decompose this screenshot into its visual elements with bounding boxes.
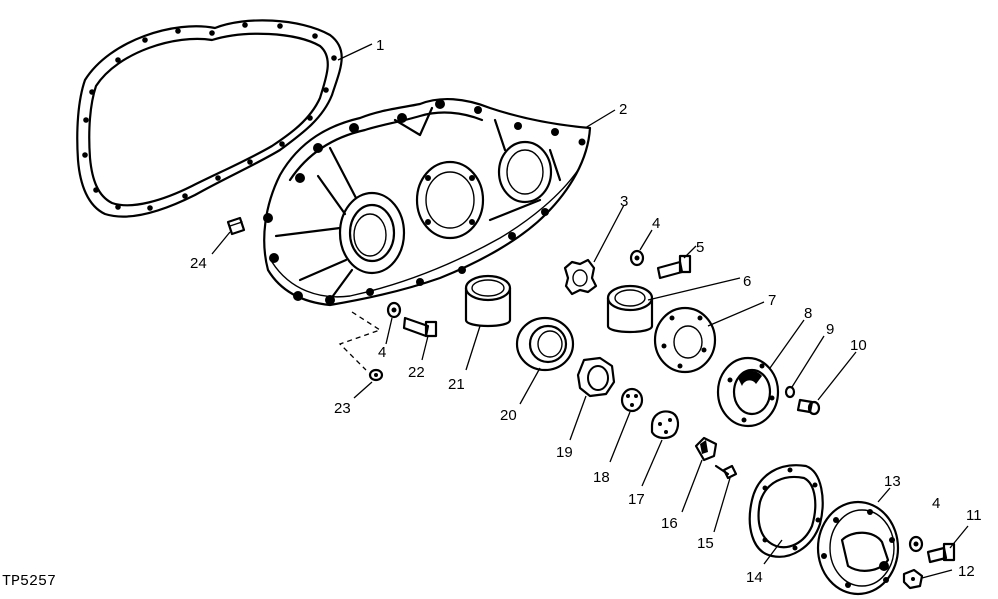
callout-14: 14 <box>746 569 763 586</box>
part-4-washer-left <box>386 301 402 319</box>
part-2-housing <box>263 97 592 307</box>
callout-4a: 4 <box>652 215 660 232</box>
callout-1: 1 <box>376 37 384 54</box>
part-8-cover <box>716 356 780 428</box>
part-7-plate <box>653 306 717 374</box>
callout-labels: 1 2 3 4 5 6 7 8 9 10 4 22 23 24 21 20 19… <box>2 37 982 590</box>
callout-16: 16 <box>661 515 678 532</box>
callout-11: 11 <box>966 507 982 524</box>
callout-5: 5 <box>696 239 704 256</box>
part-9-washer <box>784 385 796 399</box>
callout-4b: 4 <box>378 344 386 361</box>
part-24-dowel-pin <box>226 216 246 236</box>
part-11-bolt <box>926 542 956 564</box>
callout-13: 13 <box>884 473 901 490</box>
part-1-gasket <box>76 19 343 218</box>
part-22-bolt <box>402 316 438 338</box>
part-13-cover <box>816 500 900 596</box>
figure-code: TP5257 <box>2 573 56 590</box>
callout-19: 19 <box>556 444 573 461</box>
callout-18: 18 <box>593 469 610 486</box>
callout-4c: 4 <box>932 495 940 512</box>
callout-22: 22 <box>408 364 425 381</box>
callout-24: 24 <box>190 255 207 272</box>
part-19-bearing-cone <box>576 356 616 398</box>
leader-lines <box>211 43 969 579</box>
part-12-nut <box>902 568 924 590</box>
callout-8: 8 <box>804 305 812 322</box>
callout-2: 2 <box>619 101 627 118</box>
part-10-bolt <box>796 398 821 416</box>
part-4-washer-right <box>908 535 924 553</box>
callout-3: 3 <box>620 193 628 210</box>
callout-20: 20 <box>500 407 517 424</box>
callout-7: 7 <box>768 292 776 309</box>
part-6-bearing-cup <box>606 284 654 334</box>
part-4-washer-mid <box>629 249 645 267</box>
part-23-nut <box>368 368 384 382</box>
callout-21: 21 <box>448 376 465 393</box>
part-15-screw <box>714 464 738 480</box>
callout-15: 15 <box>697 535 714 552</box>
callout-6: 6 <box>743 273 751 290</box>
part-18-washer <box>620 387 644 413</box>
part-5-bolt <box>656 254 692 280</box>
part-17-plate <box>650 410 680 440</box>
callout-17: 17 <box>628 491 645 508</box>
part-16-clip <box>694 436 718 462</box>
part-20-bearing <box>515 316 575 372</box>
callout-10: 10 <box>850 337 867 354</box>
part-14-gasket <box>748 464 824 558</box>
callout-9: 9 <box>826 321 834 338</box>
callout-12: 12 <box>958 563 975 580</box>
callout-23: 23 <box>334 400 351 417</box>
part-3-gear <box>563 258 598 296</box>
part-21-bearing-cup <box>464 274 512 328</box>
